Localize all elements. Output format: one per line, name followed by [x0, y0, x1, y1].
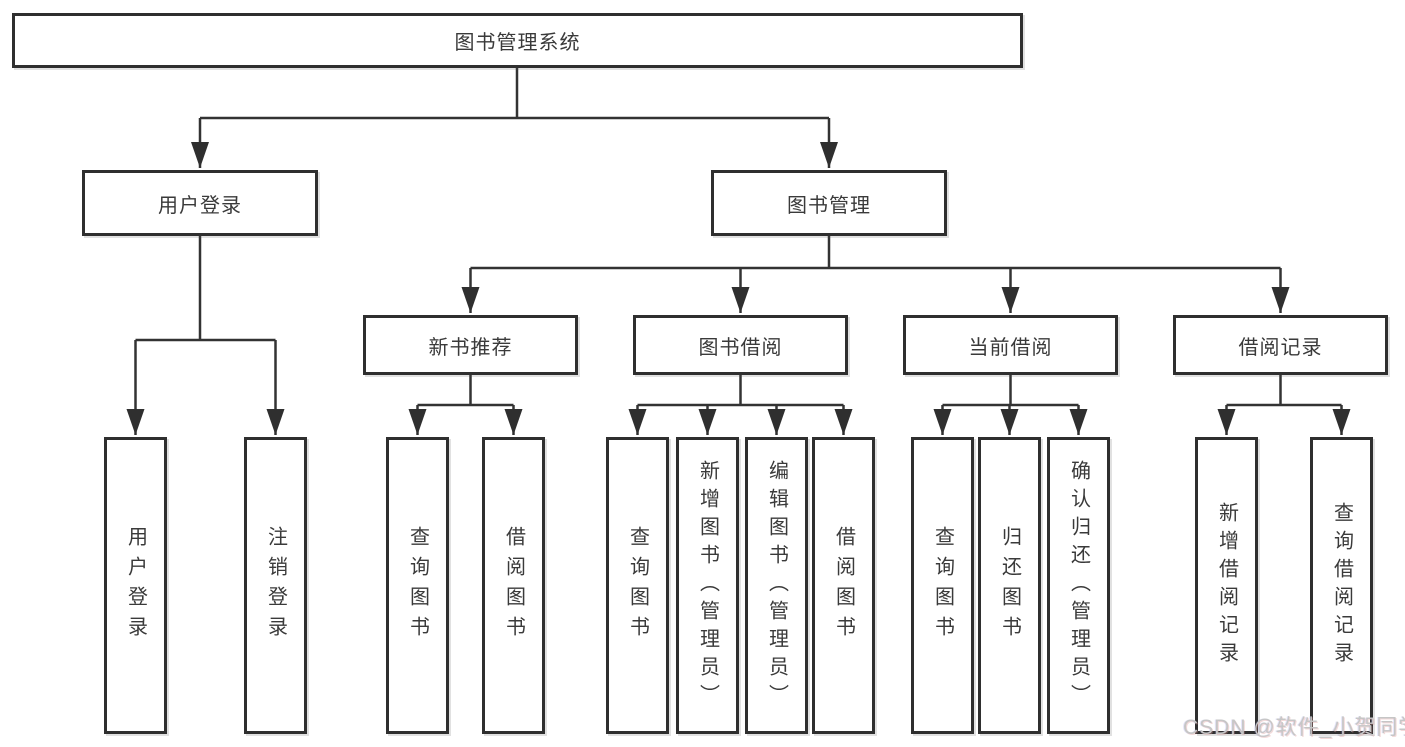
leaf-edit-book-admin: 编辑图书（管理员） — [745, 437, 808, 734]
node-label: 当前借阅 — [968, 336, 1053, 359]
node-label: 借阅图书 — [502, 525, 525, 646]
leaf-user-login: 用户登录 — [104, 437, 167, 734]
leaf-confirm-return-admin: 确认归还（管理员） — [1047, 437, 1110, 734]
node-borrow-records: 借阅记录 — [1173, 315, 1388, 375]
node-label: 借阅记录 — [1238, 336, 1323, 359]
rail-book-borrow — [637, 375, 844, 407]
node-label: 图书管理 — [787, 194, 871, 217]
node-label: 图书管理系统 — [454, 32, 581, 54]
csdn-watermark: CSDN @软件_小贺同学 — [1183, 716, 1405, 739]
node-current-borrow: 当前借阅 — [903, 315, 1118, 375]
leaf-query-books-current: 查询图书 — [911, 437, 974, 734]
node-user-login: 用户登录 — [82, 170, 318, 236]
leaf-query-books-borrow: 查询图书 — [606, 437, 669, 734]
node-label: 查询图书 — [406, 525, 429, 646]
node-label: 图书借阅 — [698, 336, 783, 359]
node-label: 注销登录 — [264, 525, 287, 646]
node-label: 查询图书 — [931, 525, 954, 646]
leaf-query-borrow-record: 查询借阅记录 — [1310, 437, 1373, 734]
node-label: 新增借阅记录 — [1215, 501, 1238, 670]
rail-current-borrow — [942, 375, 1079, 407]
node-root-library-system: 图书管理系统 — [12, 13, 1023, 68]
leaf-borrow-books-recommend: 借阅图书 — [482, 437, 545, 734]
node-label: 归还图书 — [998, 525, 1021, 646]
node-book-management: 图书管理 — [711, 170, 947, 236]
rail-root — [200, 68, 829, 120]
node-label: 借阅图书 — [832, 525, 855, 646]
rail-book-management — [470, 236, 1281, 270]
leaf-add-borrow-record: 新增借阅记录 — [1195, 437, 1258, 734]
node-label: 确认归还（管理员） — [1067, 459, 1090, 712]
rail-borrow-records — [1226, 375, 1342, 407]
leaf-borrow-books: 借阅图书 — [812, 437, 875, 734]
node-label: 查询借阅记录 — [1330, 501, 1353, 670]
node-label: 用户登录 — [158, 194, 242, 217]
node-label: 新书推荐 — [428, 336, 513, 359]
rail-new-book-recommend — [417, 375, 514, 407]
leaf-return-book: 归还图书 — [978, 437, 1041, 734]
rail-user-login — [135, 236, 276, 342]
node-label: 编辑图书（管理员） — [765, 459, 788, 712]
node-new-book-recommend: 新书推荐 — [363, 315, 578, 375]
node-book-borrow: 图书借阅 — [633, 315, 848, 375]
node-label: 用户登录 — [124, 525, 147, 646]
leaf-logout: 注销登录 — [244, 437, 307, 734]
leaf-add-book-admin: 新增图书（管理员） — [676, 437, 739, 734]
node-label: 查询图书 — [626, 525, 649, 646]
leaf-query-books-recommend: 查询图书 — [386, 437, 449, 734]
node-label: 新增图书（管理员） — [696, 459, 719, 712]
